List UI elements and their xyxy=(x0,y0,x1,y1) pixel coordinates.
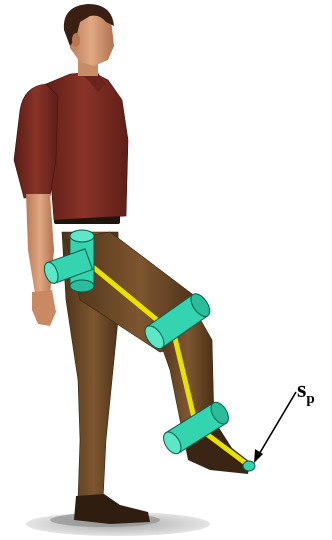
hand xyxy=(32,290,56,326)
end-effector-label: sp xyxy=(297,378,315,407)
end-effector-point xyxy=(243,461,255,471)
label-symbol: s xyxy=(297,377,306,403)
standing-shoe xyxy=(74,494,150,524)
ear xyxy=(72,33,80,47)
label-subscript: p xyxy=(306,391,314,407)
sleeve xyxy=(14,84,58,198)
annotation-arrow xyxy=(254,392,296,463)
forearm xyxy=(26,194,54,300)
